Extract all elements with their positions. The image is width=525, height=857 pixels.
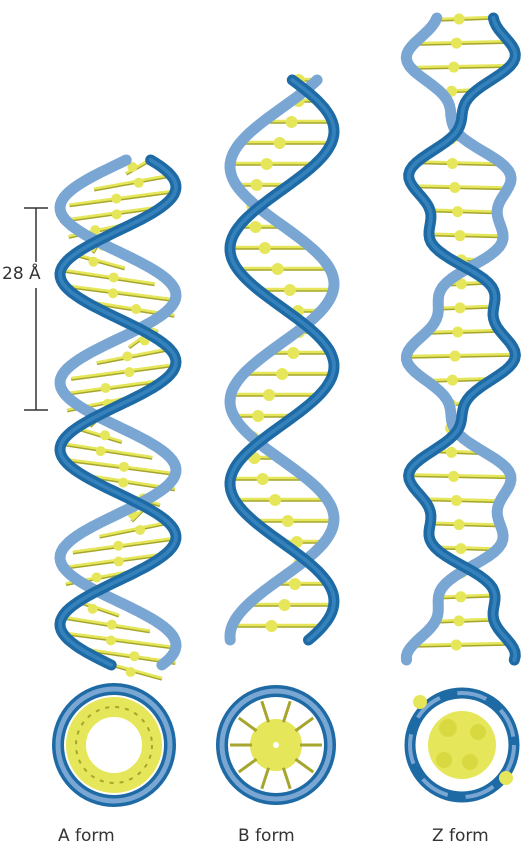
a-form-label: A form (58, 826, 115, 846)
b-form-helix (230, 74, 334, 640)
z-form-label: Z form (432, 826, 489, 846)
b-form-label: B form (238, 826, 295, 846)
a-form-top-view (58, 689, 170, 801)
z-form-top-view (410, 693, 514, 797)
scale-bar-label: 28 Å (2, 264, 41, 284)
a-form-helix (60, 159, 176, 679)
scale-bar (0, 208, 58, 410)
b-form-top-view (222, 691, 330, 799)
z-form-helix (406, 14, 515, 661)
